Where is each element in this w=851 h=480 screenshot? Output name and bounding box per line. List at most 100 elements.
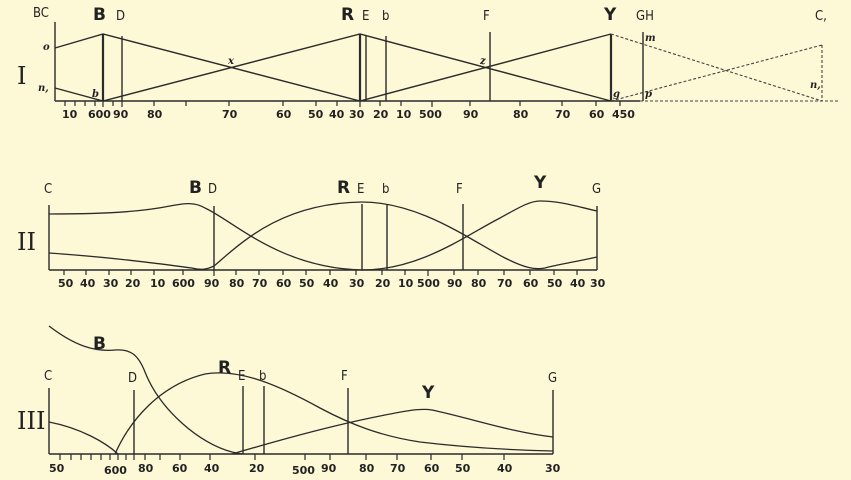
label-E: E	[362, 9, 369, 24]
axis-label: 60	[276, 277, 292, 290]
curve-left	[48, 421, 119, 455]
point-n-end: n,	[810, 80, 821, 91]
axis-label: 80	[229, 277, 245, 290]
axis-label: 60	[172, 462, 188, 475]
curve-lower	[48, 201, 598, 270]
axis-label: 90	[463, 108, 479, 121]
curve-upper	[48, 200, 598, 271]
curve-B	[48, 325, 244, 455]
axis-label: 500	[292, 464, 315, 477]
axis-label: 10	[396, 108, 412, 121]
axis-label: 70	[390, 462, 406, 475]
axis-label: 50	[49, 462, 65, 475]
axis-label: 40	[570, 277, 586, 290]
axis-label: 40	[329, 108, 345, 121]
panel-1: I BC B D R E b F Y GH C, o n, b x z	[17, 5, 840, 121]
point-o: o	[43, 42, 50, 53]
axis-label: 30	[103, 277, 119, 290]
label-C: C	[44, 182, 52, 197]
axis-label: 60	[276, 108, 292, 121]
axis-label: 60	[589, 108, 605, 121]
axis-label: 20	[373, 108, 389, 121]
panel-2-ticks	[63, 270, 578, 276]
point-m: m	[645, 33, 656, 44]
point-x: x	[227, 56, 235, 67]
axis-label: 600	[172, 277, 195, 290]
label-C: C	[44, 369, 52, 384]
label-E: E	[357, 182, 364, 197]
axis-label: 30	[590, 277, 606, 290]
axis-label: 80	[513, 108, 529, 121]
label-G: G	[548, 371, 557, 386]
label-C-end: C,	[815, 9, 827, 24]
axis-label: 600	[104, 464, 127, 477]
point-z: z	[479, 56, 486, 67]
axis-label: 40	[80, 277, 96, 290]
axis-label: 50	[58, 277, 74, 290]
label-D: D	[116, 9, 125, 24]
axis-label: 70	[497, 277, 513, 290]
label-R: R	[218, 358, 231, 378]
label-b: b	[259, 369, 266, 384]
label-R: R	[337, 178, 350, 198]
label-B: B	[93, 5, 106, 25]
label-Y: Y	[603, 5, 617, 25]
panel-3-numeral: III	[17, 407, 45, 435]
point-p: p	[645, 89, 652, 100]
label-GH: GH	[636, 9, 654, 24]
label-D: D	[208, 182, 217, 197]
label-B: B	[93, 334, 106, 354]
axis-label: 10	[150, 277, 166, 290]
panel-2-numeral: II	[17, 228, 36, 256]
axis-label: 20	[249, 462, 265, 475]
axis-label: 90	[447, 277, 463, 290]
label-b: b	[382, 9, 389, 24]
panel-3: III B C D R E b F Y G	[17, 325, 561, 477]
axis-label: 10	[62, 108, 78, 121]
label-F: F	[341, 369, 348, 384]
axis-label: 10	[398, 277, 414, 290]
axis-label: 30	[349, 277, 365, 290]
axis-label: 40	[323, 277, 339, 290]
axis-label: 80	[471, 277, 487, 290]
panel-2: II C B D R E b F Y G 50	[17, 173, 606, 290]
curve-Y	[231, 408, 554, 455]
axis-label: 30	[349, 108, 365, 121]
panel-3-ticks	[59, 454, 505, 460]
panel-1-ticks	[64, 101, 621, 107]
label-D: D	[128, 371, 137, 386]
axis-label: 70	[555, 108, 571, 121]
curve-R	[114, 372, 554, 455]
label-Y: Y	[533, 173, 547, 193]
axis-label: 20	[375, 277, 391, 290]
axis-label: 90	[113, 108, 129, 121]
point-n: n,	[38, 83, 49, 94]
axis-label: 70	[252, 277, 268, 290]
axis-label: 600	[88, 108, 111, 121]
point-b: b	[92, 89, 99, 100]
point-g: g	[613, 89, 620, 100]
axis-label: 50	[308, 108, 324, 121]
axis-label: 70	[222, 108, 238, 121]
curve-upper-zigzag	[54, 33, 612, 102]
label-G: G	[592, 182, 601, 197]
axis-label: 40	[204, 462, 220, 475]
curve-lower-zigzag	[54, 33, 612, 102]
label-F: F	[483, 9, 490, 24]
panel-1-numeral: I	[17, 62, 26, 90]
label-Y: Y	[421, 383, 435, 403]
axis-label: 50	[455, 462, 471, 475]
label-R: R	[341, 5, 354, 25]
axis-label: 90	[204, 277, 220, 290]
label-B: B	[189, 178, 202, 198]
axis-label: 80	[359, 462, 375, 475]
axis-label: 80	[138, 462, 154, 475]
axis-label: 40	[497, 462, 513, 475]
axis-label: 30	[545, 462, 561, 475]
curve-dashed-down	[610, 33, 823, 102]
axis-label: 50	[299, 277, 315, 290]
label-b: b	[382, 182, 389, 197]
axis-label: 500	[419, 108, 442, 121]
